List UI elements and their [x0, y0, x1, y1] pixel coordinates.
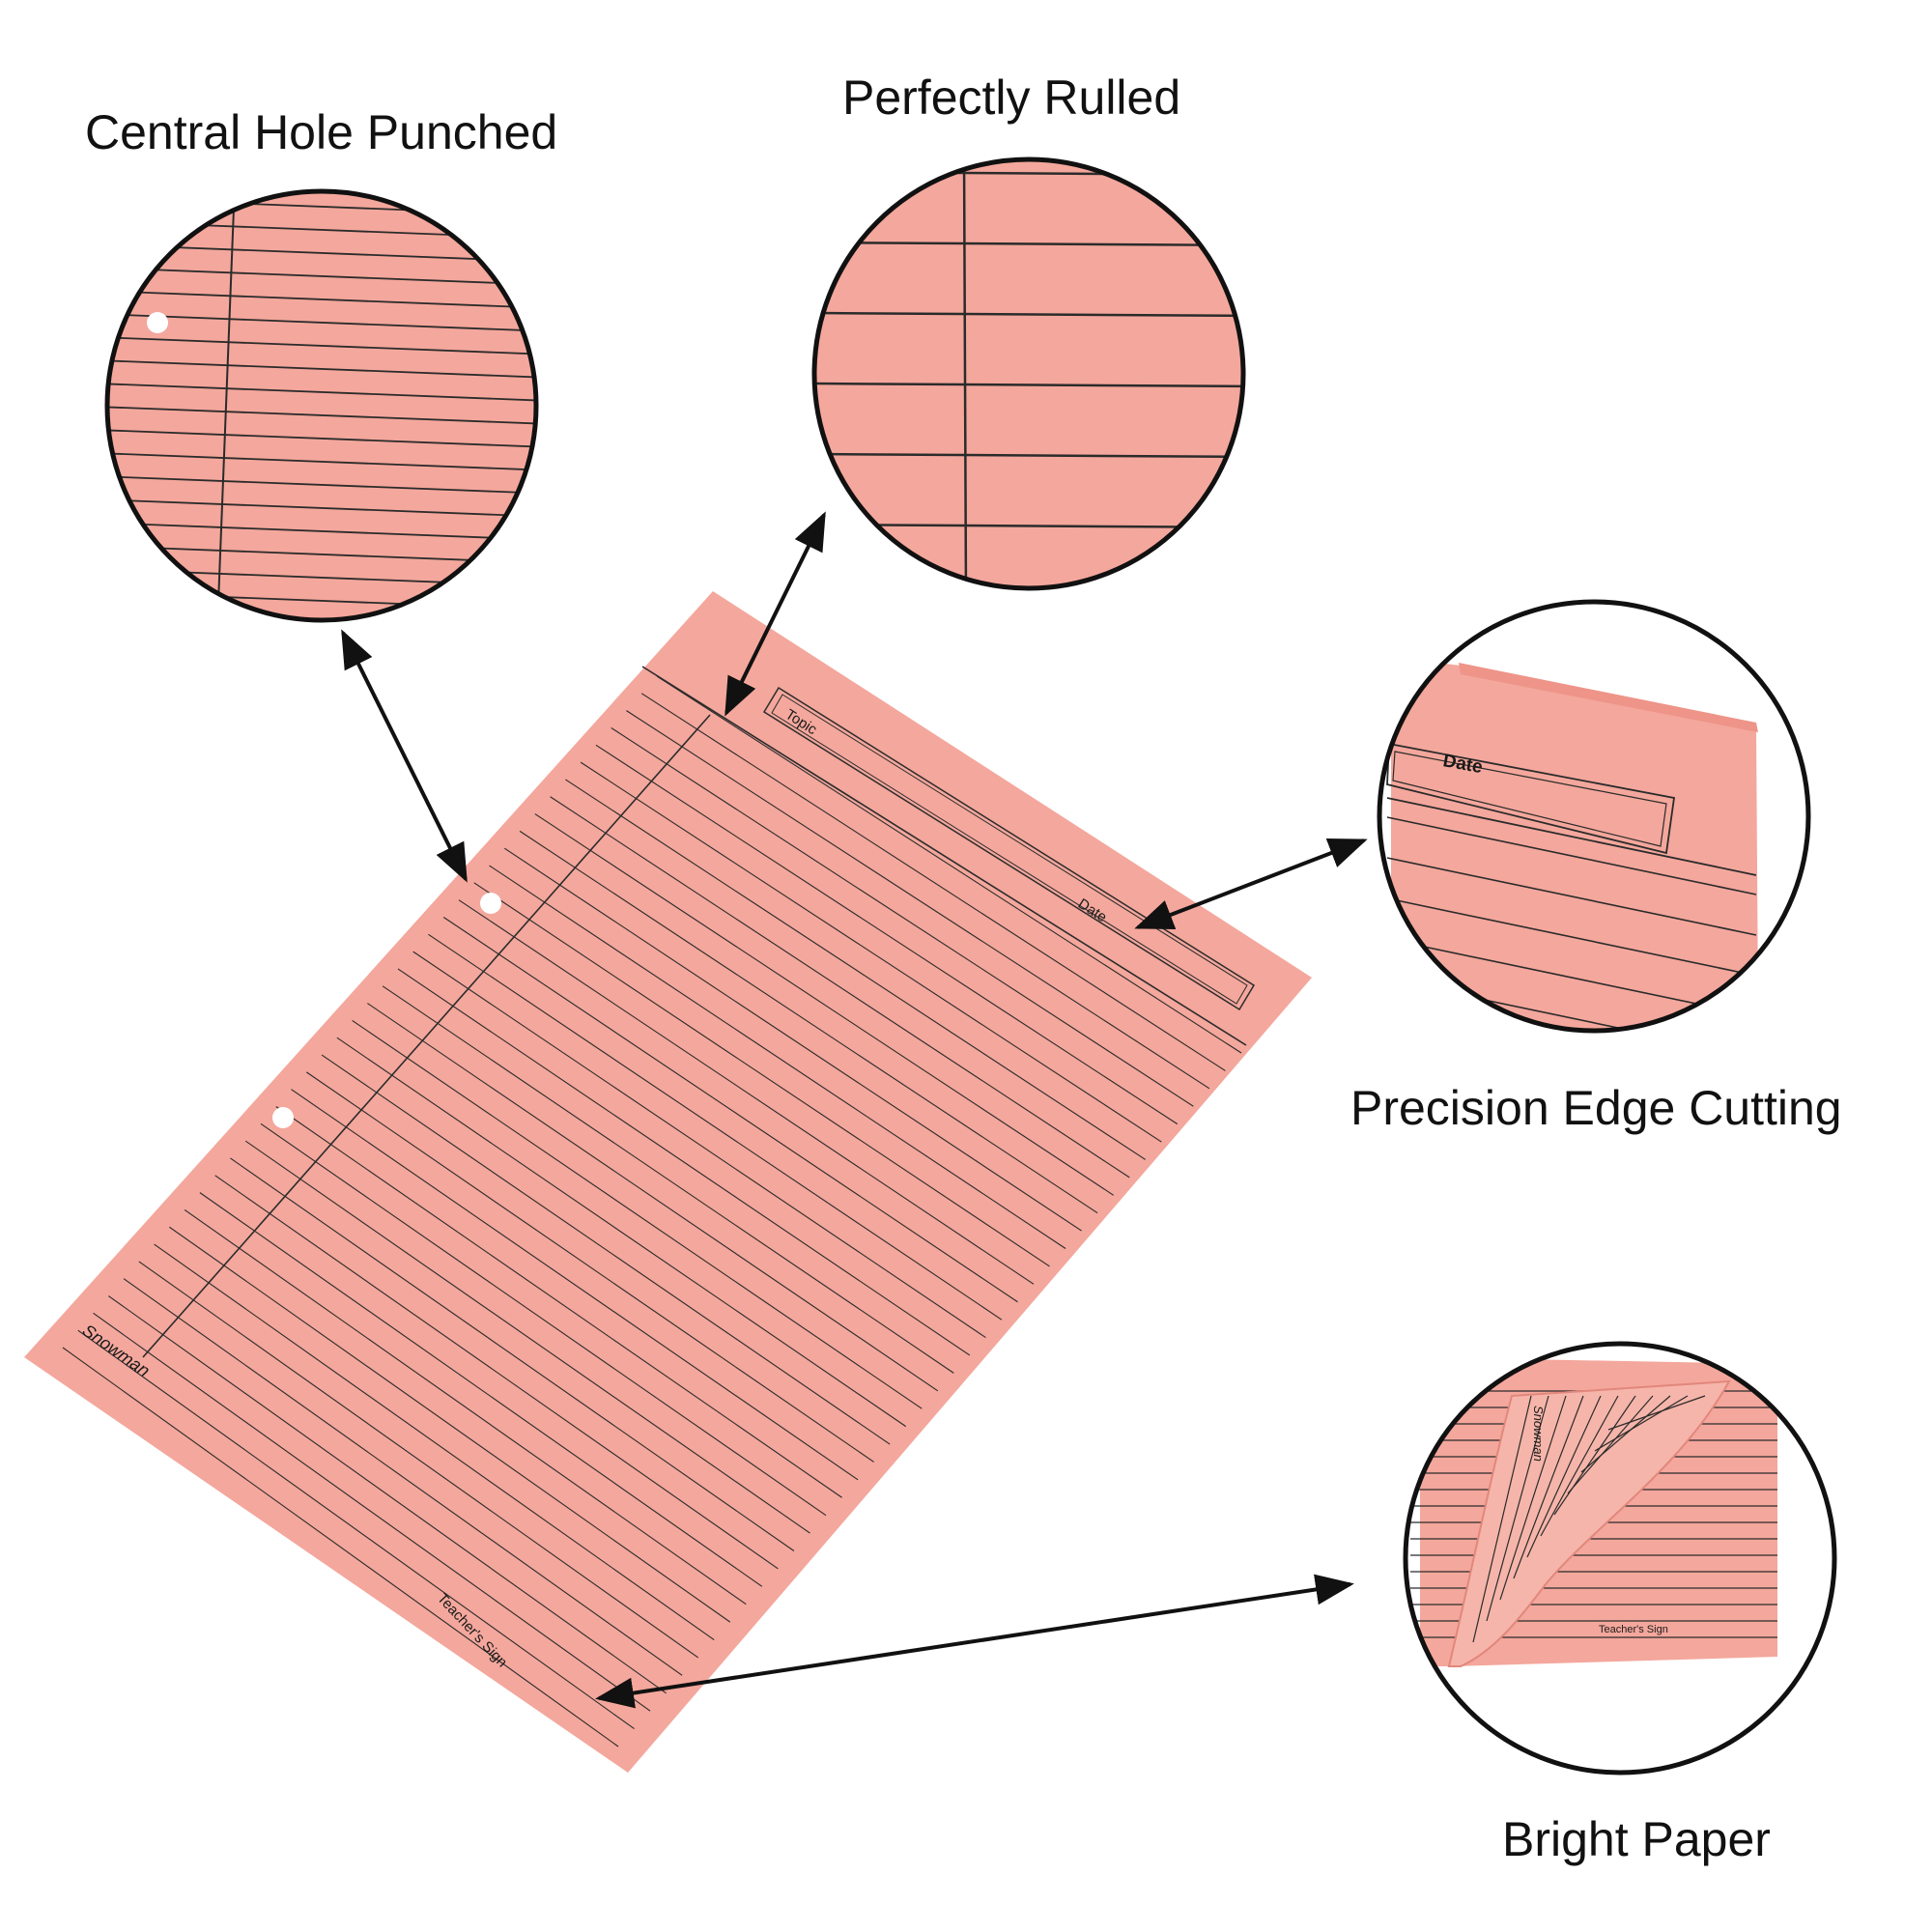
zoom-perfectly-ruled [811, 156, 1246, 591]
zoom-bright-paper: Teacher's Sign Snowman [1403, 1341, 1837, 1776]
arrow-ruled [724, 511, 826, 717]
arrow-edge [1134, 838, 1368, 930]
punch-hole-lower [272, 1107, 294, 1128]
arrow-bright [595, 1574, 1354, 1709]
sheet-header-rule [641, 666, 1247, 1046]
zoom-brand-logo: Snowman [1531, 1406, 1546, 1462]
ruled-paper-sheet: Topic Date Teacher's Sign Snowman [24, 591, 1312, 1773]
zoom-central-hole [104, 188, 539, 623]
sheet-margin-line [142, 714, 711, 1358]
callout-perfectly-ruled: Perfectly Rulled [842, 71, 1181, 125]
zoom-precision-edge: Date [1377, 599, 1811, 1034]
arrow-hole [341, 629, 468, 883]
zoom-teacher-sign-label: Teacher's Sign [1599, 1624, 1668, 1635]
callout-bright-paper: Bright Paper [1502, 1812, 1771, 1866]
punch-hole-upper [480, 893, 501, 914]
callout-precision-edge-cutting: Precision Edge Cutting [1350, 1081, 1842, 1135]
sheet-surface [24, 591, 1312, 1773]
callout-central-hole-punched: Central Hole Punched [85, 105, 558, 159]
